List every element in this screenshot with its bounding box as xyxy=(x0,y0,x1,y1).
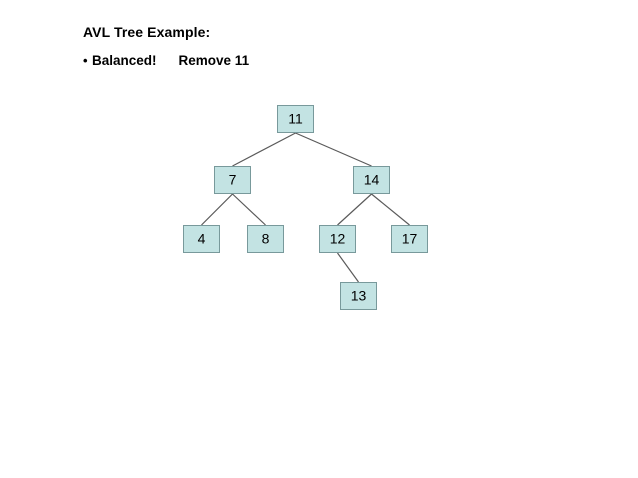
bullet-marker-icon: • xyxy=(83,53,88,68)
tree-node-label: 4 xyxy=(197,230,206,247)
tree-node-label: 11 xyxy=(288,110,303,127)
tree-node-8[interactable]: 8 xyxy=(247,225,284,253)
tree-node-label: 8 xyxy=(261,230,270,247)
bullet-text-balanced: Balanced! xyxy=(92,53,157,68)
tree-node-7[interactable]: 7 xyxy=(214,166,251,194)
bullet-item: • Balanced! Remove 11 xyxy=(83,52,249,70)
tree-node-17[interactable]: 17 xyxy=(391,225,428,253)
tree-edge-n7-n8 xyxy=(232,193,266,226)
page-title: AVL Tree Example: xyxy=(83,24,211,40)
tree-node-4[interactable]: 4 xyxy=(183,225,220,253)
tree-edge-n7-n4 xyxy=(201,193,233,226)
tree-edge-n14-n17 xyxy=(371,193,410,226)
tree-edge-n14-n12 xyxy=(337,193,372,226)
tree-node-label: 17 xyxy=(401,230,418,247)
tree-node-label: 7 xyxy=(228,171,237,188)
tree-node-11[interactable]: 11 xyxy=(277,105,314,133)
bullet-text-operation: Remove 11 xyxy=(178,53,250,68)
tree-edge-n11-n7 xyxy=(232,132,296,167)
tree-node-13[interactable]: 13 xyxy=(340,282,377,310)
tree-edge-n12-n13 xyxy=(337,252,359,283)
tree-node-12[interactable]: 12 xyxy=(319,225,356,253)
tree-edge-n11-n14 xyxy=(295,132,372,167)
tree-node-label: 13 xyxy=(350,287,367,304)
tree-node-label: 14 xyxy=(363,171,380,188)
tree-node-14[interactable]: 14 xyxy=(353,166,390,194)
tree-node-label: 12 xyxy=(329,230,346,247)
